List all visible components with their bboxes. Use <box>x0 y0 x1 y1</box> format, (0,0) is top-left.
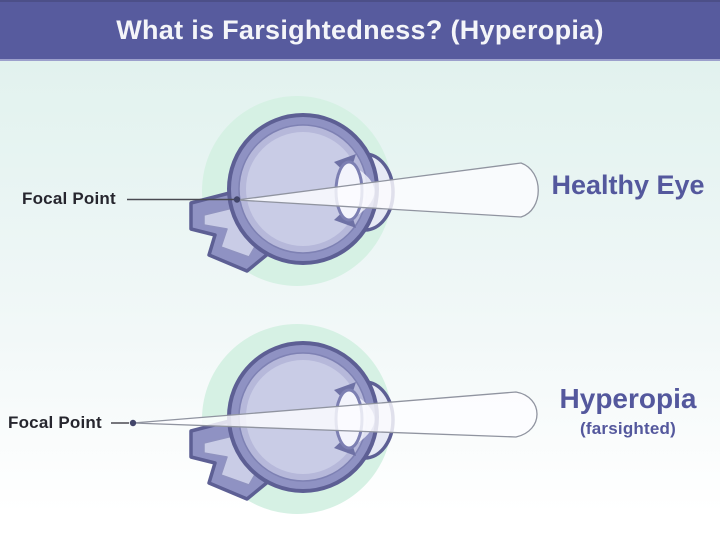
hyperopia-light-beam <box>132 391 538 438</box>
healthy-light-beam <box>236 162 539 218</box>
hyperopia-focal-point-label: Focal Point <box>8 413 102 432</box>
healthy-eye-illustration <box>127 94 539 288</box>
healthy-focal-point-label: Focal Point <box>22 189 116 208</box>
hyperopia-eye-illustration <box>111 322 538 516</box>
healthy-focal-dot <box>233 196 241 203</box>
title-bar: What is Farsightedness? (Hyperopia) <box>0 0 720 61</box>
hyperopia-eye-caption: Hyperopia (farsighted) <box>545 383 711 438</box>
healthy-eye-caption: Healthy Eye <box>551 170 705 200</box>
hyperopia-caption-subtitle: (farsighted) <box>580 418 676 438</box>
page-title: What is Farsightedness? (Hyperopia) <box>116 15 604 45</box>
hyperopia-focal-dot <box>129 419 137 427</box>
hyperopia-caption-title: Hyperopia <box>559 383 697 414</box>
